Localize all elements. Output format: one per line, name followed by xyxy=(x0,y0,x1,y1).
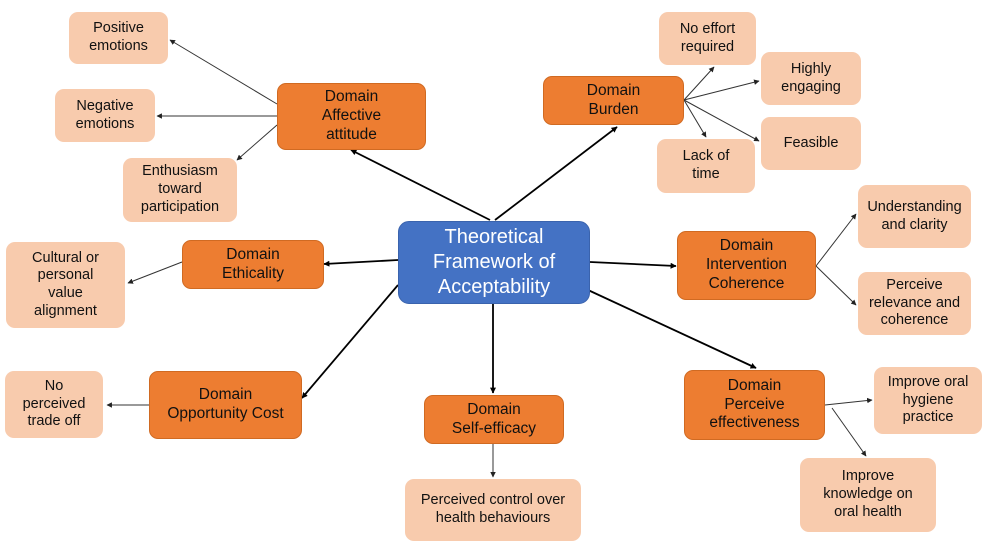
arrow-center-to-ethicality xyxy=(323,259,399,267)
arrow-coherence-to-relevance xyxy=(815,265,857,306)
leaf-cultural-value-alignment: Cultural or personal value alignment xyxy=(6,242,125,328)
arrow-burden-to-lacktime xyxy=(683,99,707,138)
leaf-no-effort-required: No effort required xyxy=(659,12,756,65)
leaf-improve-oral-hygiene-practice: Improve oral hygiene practice xyxy=(874,367,982,434)
leaf-no-perceived-trade-off: No perceived trade off xyxy=(5,371,103,438)
arrow-center-to-affective xyxy=(350,149,491,221)
leaf-negative-emotions: Negative emotions xyxy=(55,89,155,142)
domain-self-efficacy: Domain Self-efficacy xyxy=(424,395,564,444)
arrow-center-to-opportunity xyxy=(301,284,399,399)
leaf-understanding-and-clarity: Understanding and clarity xyxy=(858,185,971,248)
leaf-lack-of-time: Lack of time xyxy=(657,139,755,193)
arrow-center-to-effectiveness xyxy=(587,289,757,369)
arrow-burden-to-noeffort xyxy=(683,66,715,101)
arrow-affective-to-positive xyxy=(169,39,278,105)
leaf-feasible: Feasible xyxy=(761,117,861,170)
arrow-effectiveness-to-hygiene xyxy=(824,397,873,406)
arrow-burden-to-engaging xyxy=(683,79,760,101)
arrow-burden-to-feasible xyxy=(683,99,760,142)
domain-opportunity-cost: Domain Opportunity Cost xyxy=(149,371,302,439)
domain-intervention-coherence: Domain Intervention Coherence xyxy=(677,231,816,300)
domain-perceive-effectiveness: Domain Perceive effectiveness xyxy=(684,370,825,440)
leaf-improve-knowledge-on-oral-health: Improve knowledge on oral health xyxy=(800,458,936,532)
arrow-center-to-burden xyxy=(494,126,618,221)
arrow-effectiveness-to-knowledge xyxy=(831,407,867,457)
leaf-enthusiasm-toward-participation: Enthusiasm toward participation xyxy=(123,158,237,222)
leaf-positive-emotions: Positive emotions xyxy=(69,12,168,64)
domain-ethicality: Domain Ethicality xyxy=(182,240,324,289)
arrow-affective-to-enthusiasm xyxy=(236,124,278,161)
center-node: Theoretical Framework of Acceptability xyxy=(398,221,590,304)
arrow-center-to-coherence xyxy=(589,261,677,269)
domain-burden: Domain Burden xyxy=(543,76,684,125)
leaf-perceive-relevance-and-coherence: Perceive relevance and coherence xyxy=(858,272,971,335)
domain-affective-attitude: Domain Affective attitude xyxy=(277,83,426,150)
arrow-ethicality-to-cultural xyxy=(127,261,183,284)
leaf-perceived-control-over-health-behaviours: Perceived control over health behaviours xyxy=(405,479,581,541)
arrow-coherence-to-understanding xyxy=(815,213,857,267)
leaf-highly-engaging: Highly engaging xyxy=(761,52,861,105)
